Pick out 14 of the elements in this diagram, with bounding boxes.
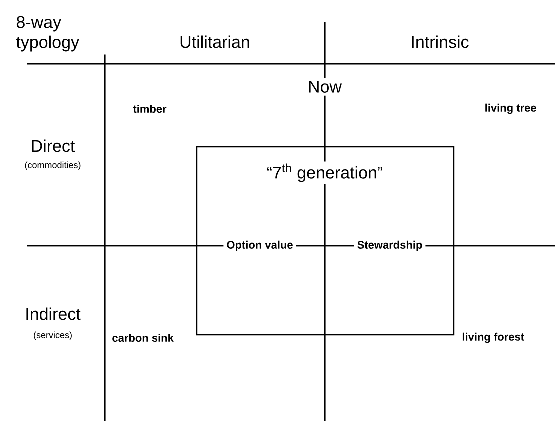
label: living tree <box>482 100 540 118</box>
label: Now <box>305 78 345 96</box>
label: timber <box>130 102 170 116</box>
label: (services) <box>30 328 76 344</box>
label: Stewardship <box>354 238 426 254</box>
label: 8-way typology <box>13 13 110 55</box>
label: living forest <box>459 330 528 346</box>
label: Option value <box>224 238 296 254</box>
label: carbon sink <box>109 330 177 346</box>
label: Indirect <box>22 304 84 324</box>
label: Intrinsic <box>408 32 472 52</box>
label: Direct <box>28 136 78 156</box>
label: (commodities) <box>22 158 84 174</box>
label: Utilitarian <box>176 32 254 52</box>
